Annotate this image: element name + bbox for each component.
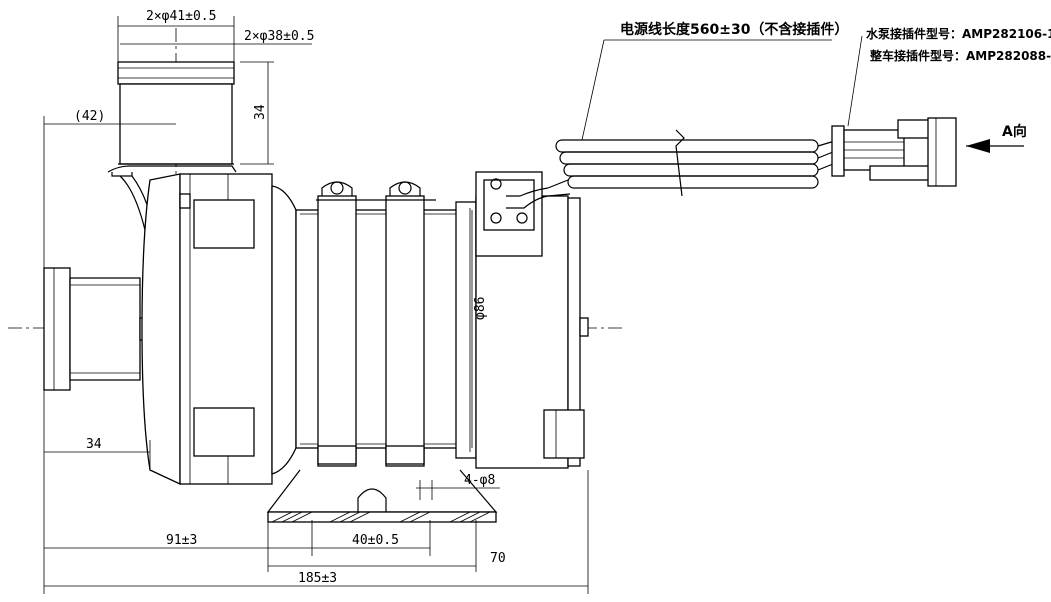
dim-hole-spacing: 40±0.5 [352,533,399,548]
rear-housing [475,171,589,469]
dim-offset-91: 91±3 [166,533,197,548]
dim-total-length: 185±3 [298,571,337,586]
inlet-pipe [43,267,151,391]
dim-inner-diameter: 2×φ38±0.5 [244,29,314,44]
dim-mount-holes: 4-φ8 [464,473,495,488]
dimension-lines [43,16,863,594]
motor-body [271,181,477,475]
power-cable [555,129,839,197]
note-vehicle-connector: 整车接插件型号：AMP282088-1 [869,48,1051,63]
dim-bracket-width: 70 [490,551,506,566]
dim-outer-diameter: 2×φ41±0.5 [146,9,216,24]
view-arrow [966,139,1024,153]
dim-outlet-height: 34 [253,104,268,120]
volute-housing [141,173,273,486]
dim-inlet-length: 34 [86,437,102,452]
mounting-bracket [266,469,498,523]
note-view-direction: A向 [1002,123,1027,140]
connector-assembly [831,117,957,187]
dim-motor-diameter: φ86 [473,297,488,320]
note-cable-length: 电源线长度560±30（不含接插件） [620,21,848,38]
note-pump-connector: 水泵接插件型号：AMP282106-1 [866,26,1051,41]
outlet-pipe [107,61,237,271]
dim-outlet-offset: (42) [74,109,105,124]
